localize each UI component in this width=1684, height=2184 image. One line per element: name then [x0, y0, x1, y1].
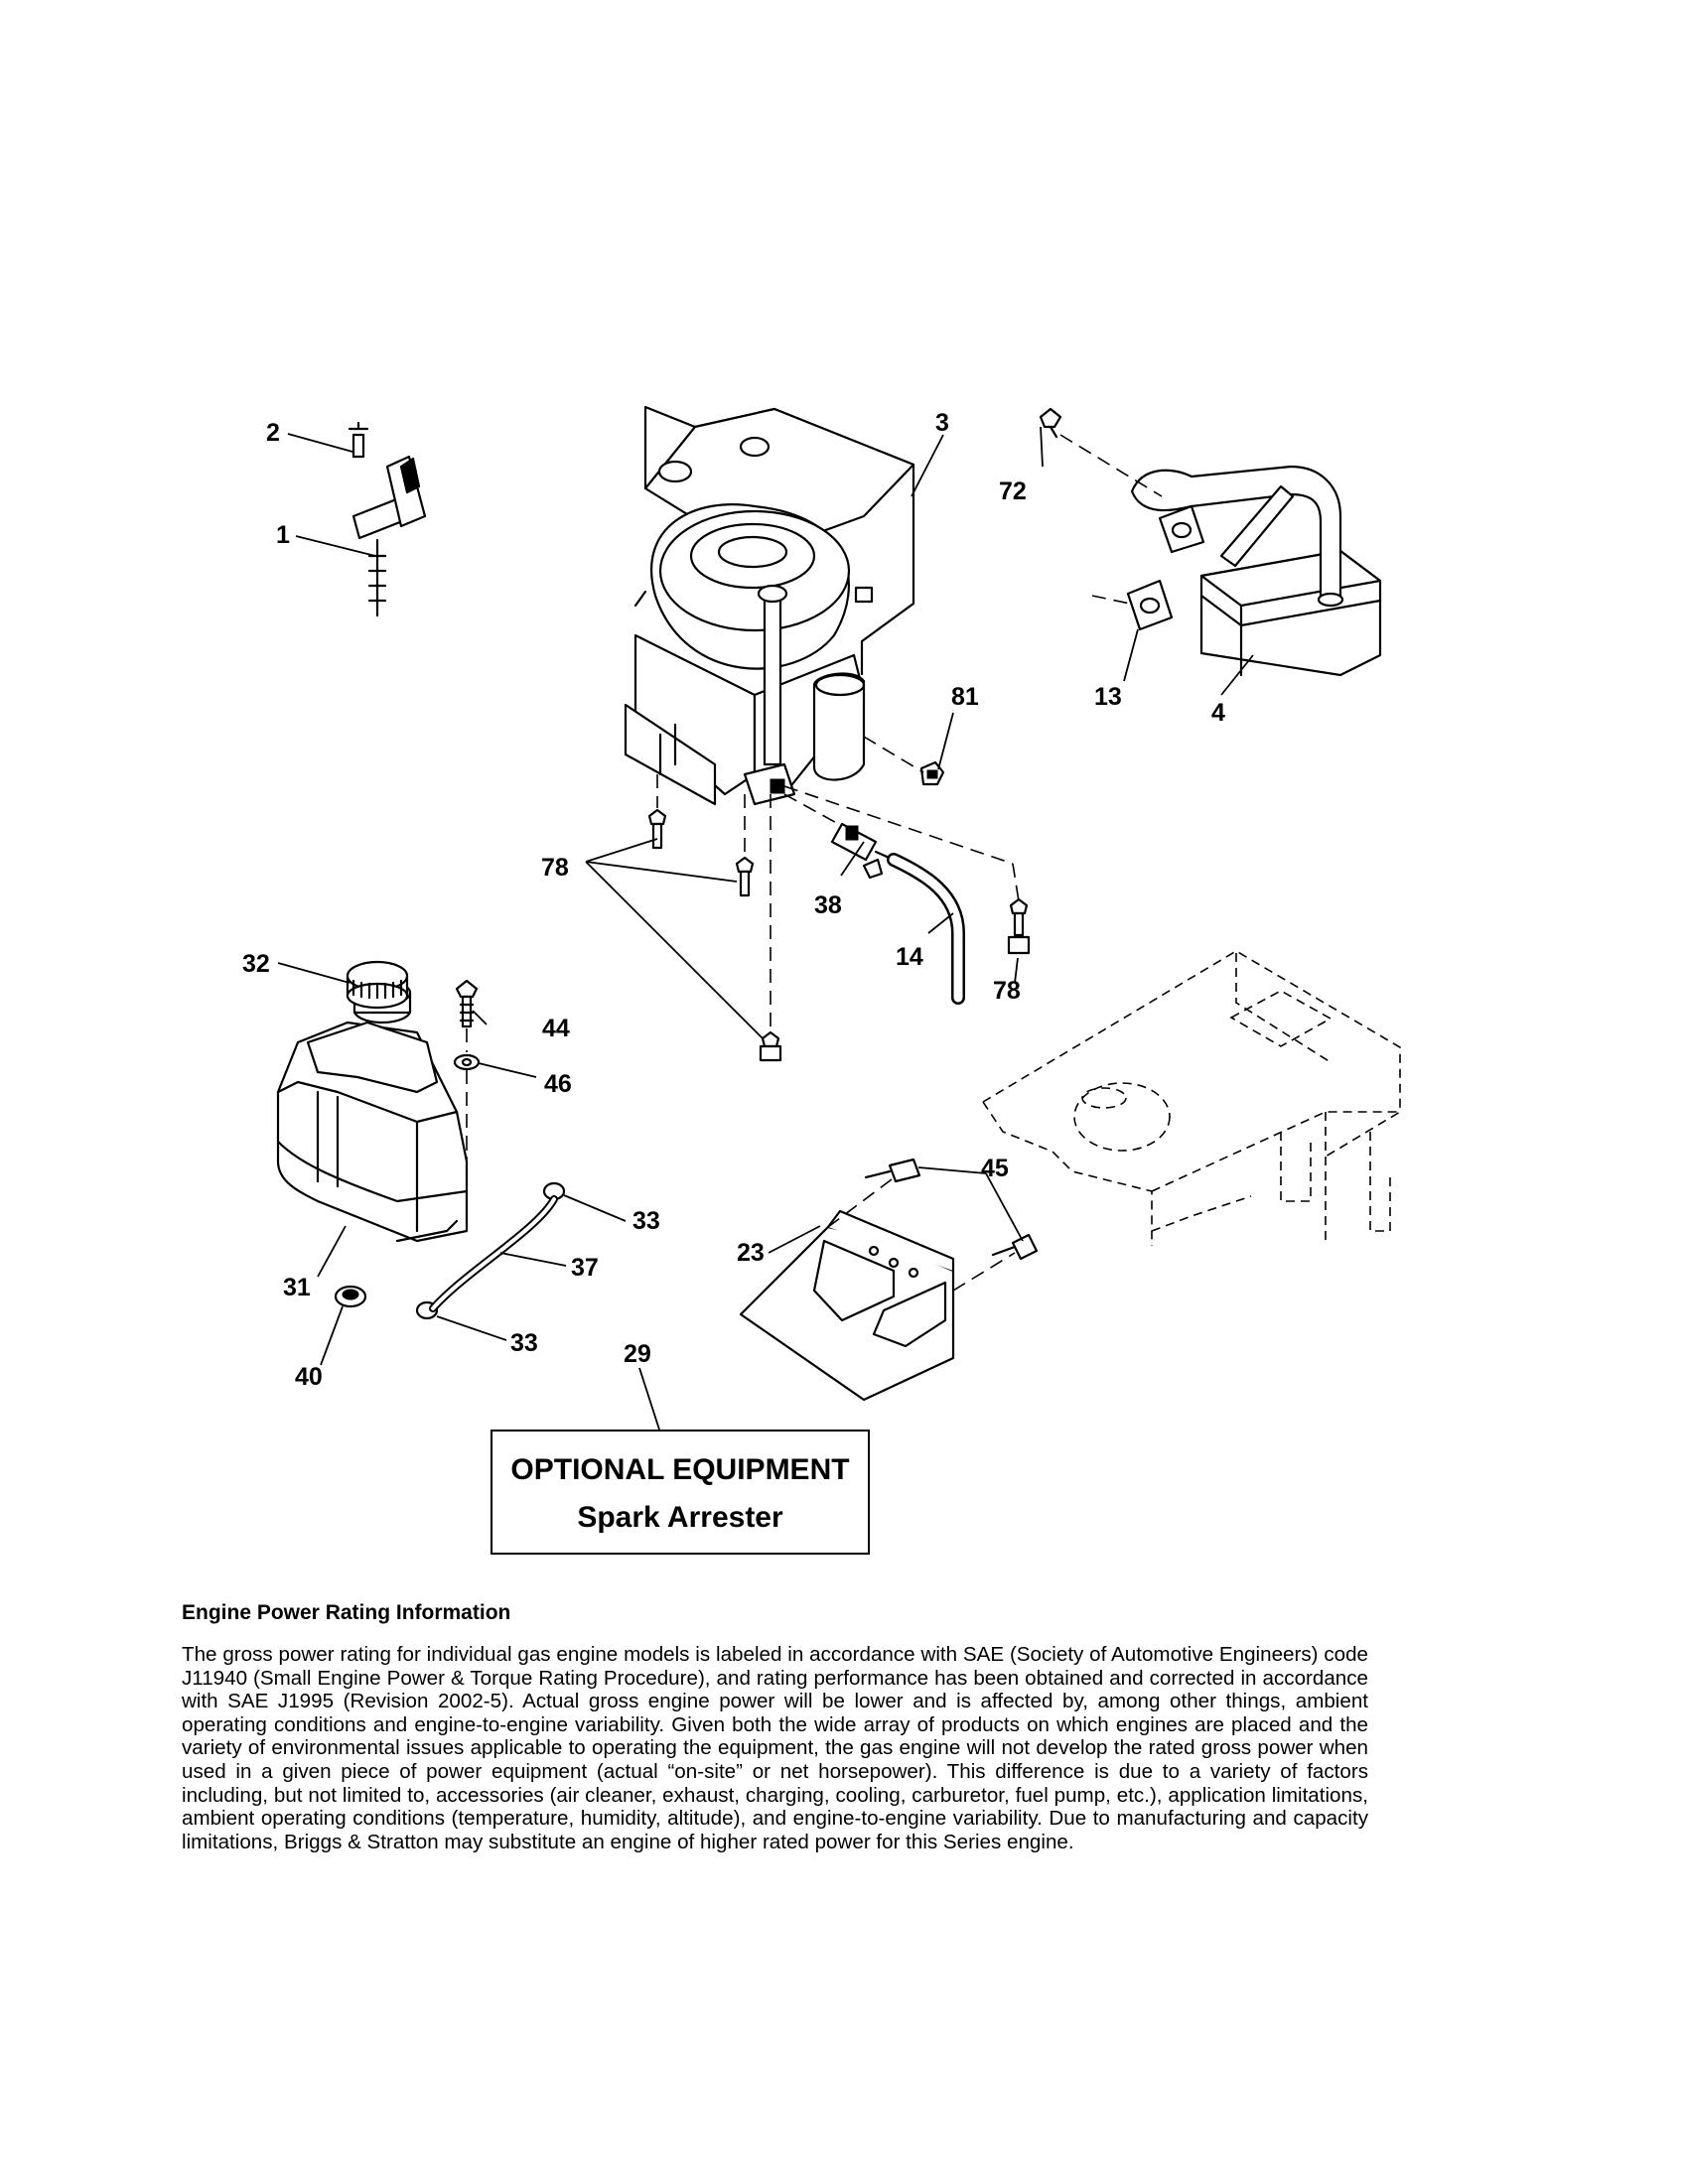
- callout-38: 38: [814, 891, 842, 919]
- engine-bolt-part: [647, 808, 1031, 1062]
- callout-81: 81: [951, 683, 979, 711]
- callout-37: 37: [571, 1254, 599, 1282]
- callout-44: 44: [542, 1015, 570, 1042]
- callout-4: 4: [1211, 699, 1225, 727]
- callout-33b: 33: [510, 1329, 538, 1357]
- callout-1: 1: [276, 521, 290, 549]
- callout-14: 14: [896, 943, 923, 971]
- throttle-control-part: [348, 421, 427, 617]
- optional-equipment-item: Spark Arrester: [577, 1501, 783, 1534]
- callout-40: 40: [295, 1363, 323, 1391]
- callout-45: 45: [981, 1155, 1009, 1182]
- fuel-cap-part: [346, 960, 409, 1010]
- info-heading: Engine Power Rating Information: [182, 1601, 511, 1624]
- callout-78a: 78: [541, 854, 569, 882]
- optional-equipment-box: OPTIONAL EQUIPMENT Spark Arrester: [491, 1430, 870, 1555]
- callout-46: 46: [544, 1070, 572, 1098]
- callout-32: 32: [242, 950, 270, 978]
- callout-13: 13: [1094, 683, 1122, 711]
- callout-72: 72: [999, 478, 1027, 505]
- callout-2: 2: [266, 419, 280, 447]
- info-paragraph: The gross power rating for individual ga…: [182, 1643, 1368, 1853]
- callout-78b: 78: [993, 977, 1021, 1005]
- optional-equipment-title: OPTIONAL EQUIPMENT: [510, 1453, 850, 1486]
- fuel-tank-part: [276, 979, 469, 1243]
- leader-lines: [277, 426, 1254, 1431]
- fuel-hose-part: [887, 853, 965, 1005]
- fuel-filter-part: [830, 822, 896, 880]
- shield-bolt-part: [864, 1158, 1039, 1261]
- gasket-part: [1126, 579, 1174, 631]
- spacer-part: [334, 1285, 367, 1308]
- callout-23: 23: [737, 1239, 765, 1267]
- muffler-part: [1130, 465, 1382, 677]
- exhaust-bolt-part: [1039, 407, 1062, 439]
- callout-labels: 1 2 3 4 13 14 23 29 31 32 33 33 37 38 40…: [242, 409, 1225, 1391]
- callout-33a: 33: [632, 1207, 660, 1235]
- callout-29: 29: [624, 1340, 651, 1368]
- heat-shield-part: [739, 1209, 955, 1402]
- callout-31: 31: [283, 1274, 311, 1301]
- hose-clamp-part: [415, 1181, 566, 1320]
- fuel-line-part: [429, 1195, 558, 1312]
- callout-3: 3: [935, 409, 949, 437]
- frame-outline: [982, 950, 1401, 1246]
- engine-part: [624, 405, 915, 806]
- washer-part: [453, 1053, 481, 1071]
- tank-bolt-part: [455, 979, 479, 1028]
